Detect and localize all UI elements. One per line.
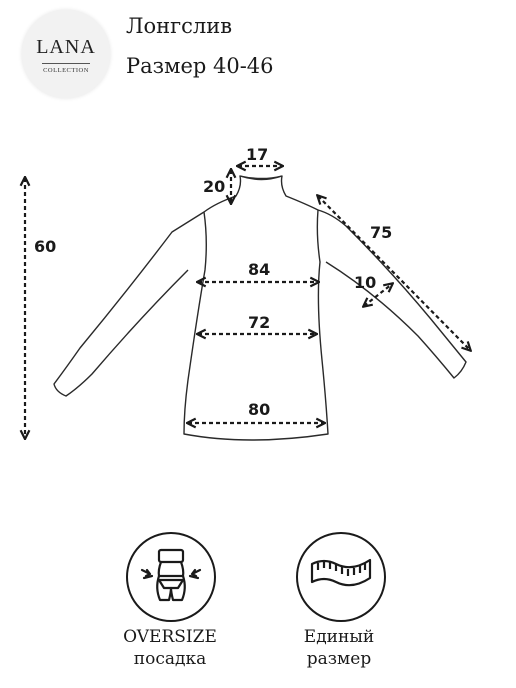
product-title: Лонгслив xyxy=(126,14,233,38)
oversize-line2: посадка xyxy=(133,649,207,669)
sleeve-length-arrow xyxy=(318,196,470,350)
one-size-line1: Единый xyxy=(303,627,375,647)
hem-label: 80 xyxy=(248,400,270,419)
cuff-width-arrow xyxy=(364,284,392,306)
brand-logo: LANA COLLECTION xyxy=(22,10,110,98)
neck-width-label: 17 xyxy=(246,145,268,164)
product-size: Размер 40-46 xyxy=(126,54,274,78)
one-size-label: Единый размер xyxy=(272,626,406,670)
brand-name: LANA xyxy=(36,36,96,58)
sleeve-length-label: 75 xyxy=(370,223,392,242)
oversize-label: OVERSIZE посадка xyxy=(100,626,240,670)
chest-label: 84 xyxy=(248,260,270,279)
neck-height-label: 20 xyxy=(203,177,225,196)
one-size-line2: размер xyxy=(306,649,372,669)
brand-subtitle: COLLECTION xyxy=(43,67,89,74)
body-silhouette-icon xyxy=(140,548,202,602)
measuring-tape-icon xyxy=(310,558,372,587)
length-label: 60 xyxy=(34,237,56,256)
logo-divider xyxy=(42,63,90,64)
oversize-badge xyxy=(126,532,216,622)
waist-label: 72 xyxy=(248,313,270,332)
one-size-badge xyxy=(296,532,386,622)
cuff-width-label: 10 xyxy=(354,273,376,292)
oversize-line1: OVERSIZE xyxy=(123,627,217,647)
